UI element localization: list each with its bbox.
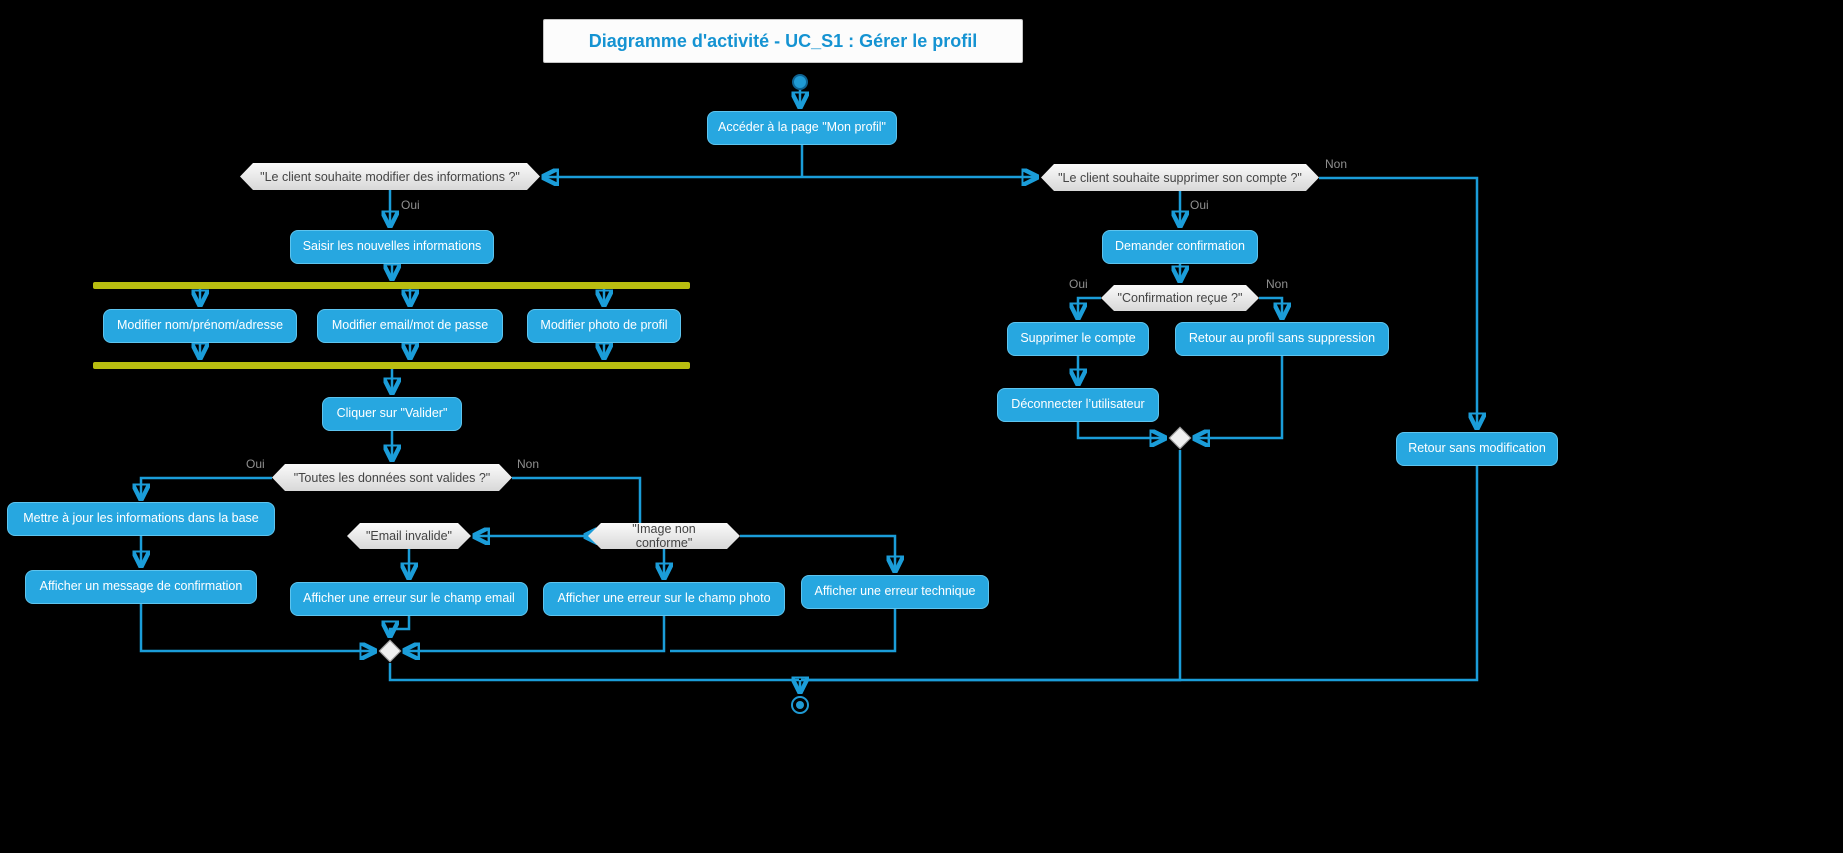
end-node — [791, 696, 809, 714]
node-deconnecter-utilisateur: Déconnecter l’utilisateur — [997, 388, 1159, 422]
edge-image-erreurtechnique — [740, 534, 895, 571]
decision-donnees-valides: "Toutes les données sont valides ?" — [272, 464, 512, 491]
diagram-title-box: Diagramme d'activité - UC_S1 : Gérer le … — [543, 19, 1023, 63]
decision-modifier-informations: "Le client souhaite modifier des informa… — [240, 163, 540, 190]
edge-merge1-end — [388, 663, 799, 682]
decision-image-non-conforme: "Image non conforme" — [588, 523, 740, 549]
node-retour-sans-modification: Retour sans modification — [1396, 432, 1558, 466]
diagram-title: Diagramme d'activité - UC_S1 : Gérer le … — [588, 30, 978, 51]
node-erreur-champ-email: Afficher une erreur sur le champ email — [290, 582, 528, 616]
join-bar — [93, 362, 690, 369]
decision-email-invalide: "Email invalide" — [347, 523, 471, 549]
decision-supprimer-compte: "Le client souhaite supprimer son compte… — [1041, 164, 1319, 191]
edge-deconnecter-merge2 — [1076, 422, 1165, 438]
edge-retoursans-end — [801, 466, 1479, 682]
decision-confirmation-recue: "Confirmation reçue ?" — [1101, 285, 1259, 311]
node-erreur-technique: Afficher une erreur technique — [801, 575, 989, 609]
node-acceder-profil: Accéder à la page "Mon profil" — [707, 111, 897, 145]
label-oui-valides: Oui — [246, 457, 265, 471]
edge-confirm-oui-supprimer — [1078, 296, 1101, 318]
edge-valides-non-down — [512, 476, 642, 536]
end-node-dot — [796, 701, 804, 709]
edge-retourprofil-merge2 — [1194, 356, 1284, 438]
edge-valides-oui-mettre — [141, 476, 272, 499]
node-erreur-champ-photo: Afficher une erreur sur le champ photo — [543, 582, 785, 616]
edge-erremail-merge — [390, 616, 411, 636]
node-modifier-photo: Modifier photo de profil — [527, 309, 681, 343]
node-modifier-email: Modifier email/mot de passe — [317, 309, 503, 343]
edge-confirmation-merge — [139, 604, 375, 651]
start-node — [792, 74, 808, 90]
label-non-confirmation: Non — [1266, 277, 1289, 291]
label-oui-modifier: Oui — [401, 198, 420, 212]
edge-supprimer-non-retoursans — [1319, 176, 1477, 428]
node-demander-confirmation: Demander confirmation — [1102, 230, 1258, 264]
label-oui-supprimer: Oui — [1190, 198, 1209, 212]
node-retour-profil-sans-suppression: Retour au profil sans suppression — [1175, 322, 1389, 356]
node-saisir-informations: Saisir les nouvelles informations — [290, 230, 494, 264]
edge-merge2-end — [801, 450, 1182, 682]
fork-bar — [93, 282, 690, 289]
edge-errphoto-merge — [404, 616, 666, 651]
edge-confirm-non-retour — [1259, 296, 1282, 318]
node-message-confirmation: Afficher un message de confirmation — [25, 570, 257, 604]
label-non-valides: Non — [517, 457, 540, 471]
label-non-supprimer: Non — [1325, 157, 1348, 171]
edge-errtech-merge — [670, 609, 897, 653]
label-oui-confirmation: Oui — [1069, 277, 1088, 291]
node-mettre-a-jour: Mettre à jour les informations dans la b… — [7, 502, 275, 536]
node-modifier-nom: Modifier nom/prénom/adresse — [103, 309, 297, 343]
node-cliquer-valider: Cliquer sur "Valider" — [322, 397, 462, 431]
node-supprimer-compte: Supprimer le compte — [1007, 322, 1149, 356]
